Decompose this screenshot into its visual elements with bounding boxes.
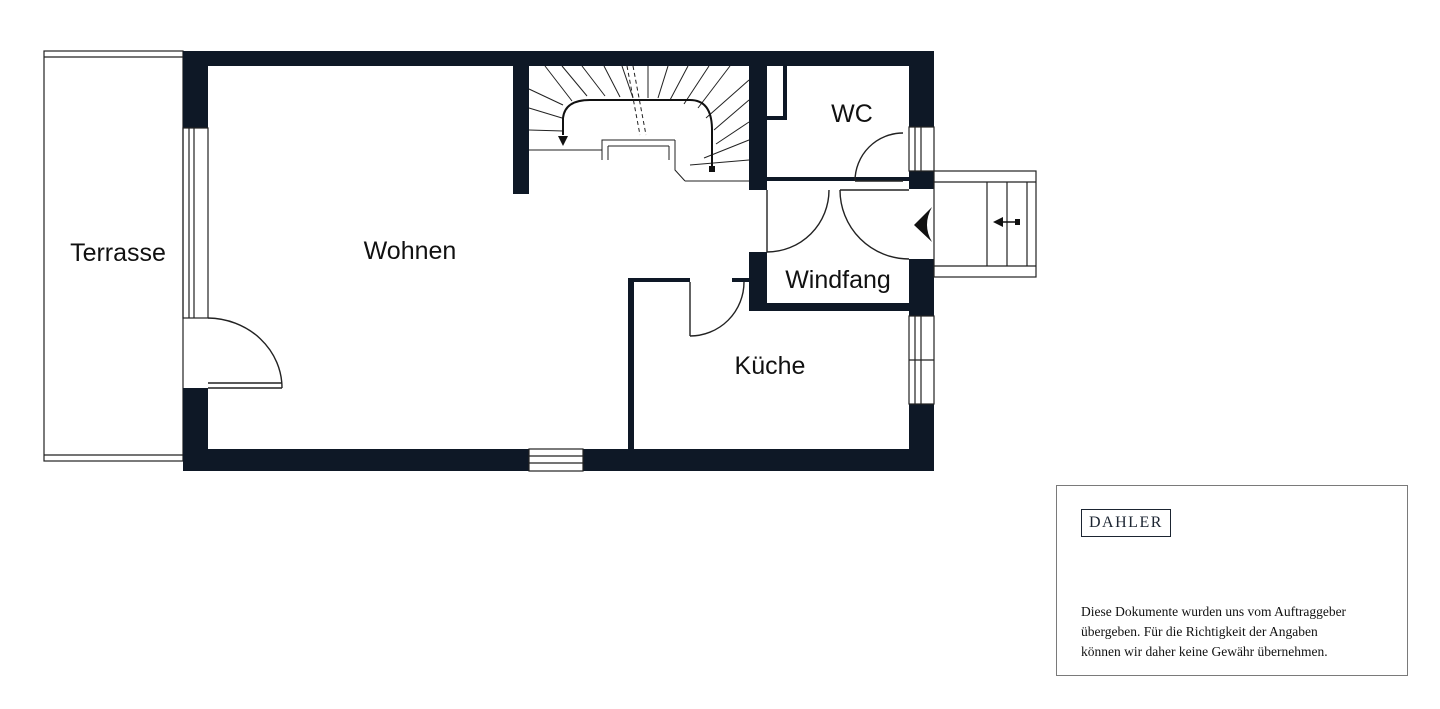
dahler-logo: DAHLER xyxy=(1081,509,1171,537)
disclaimer-line: können wir daher keine Gewähr übernehmen… xyxy=(1081,644,1328,659)
exterior-walls xyxy=(183,51,934,471)
room-label-windfang: Windfang xyxy=(785,266,891,294)
info-box: DAHLER Diese Dokumente wurden uns vom Au… xyxy=(1056,485,1408,676)
wc-shaft xyxy=(767,64,787,120)
disclaimer-line: Diese Dokumente wurden uns vom Auftragge… xyxy=(1081,604,1347,619)
doors xyxy=(207,132,910,389)
disclaimer-line: übergeben. Für die Richtigkeit der Angab… xyxy=(1081,624,1318,639)
disclaimer-text: Diese Dokumente wurden uns vom Auftragge… xyxy=(1081,602,1396,662)
entrance-steps xyxy=(933,170,1037,278)
stair-direction-arrow-icon xyxy=(993,217,1020,227)
room-label-terrasse: Terrasse xyxy=(70,239,166,267)
room-label-wc: WC xyxy=(831,100,873,128)
staircase xyxy=(528,65,750,182)
interior-walls xyxy=(513,63,911,449)
room-label-wohnen: Wohnen xyxy=(364,237,457,265)
entrance-arrow-icon xyxy=(914,207,932,242)
room-label-kueche: Küche xyxy=(735,352,806,380)
windows xyxy=(182,126,935,472)
